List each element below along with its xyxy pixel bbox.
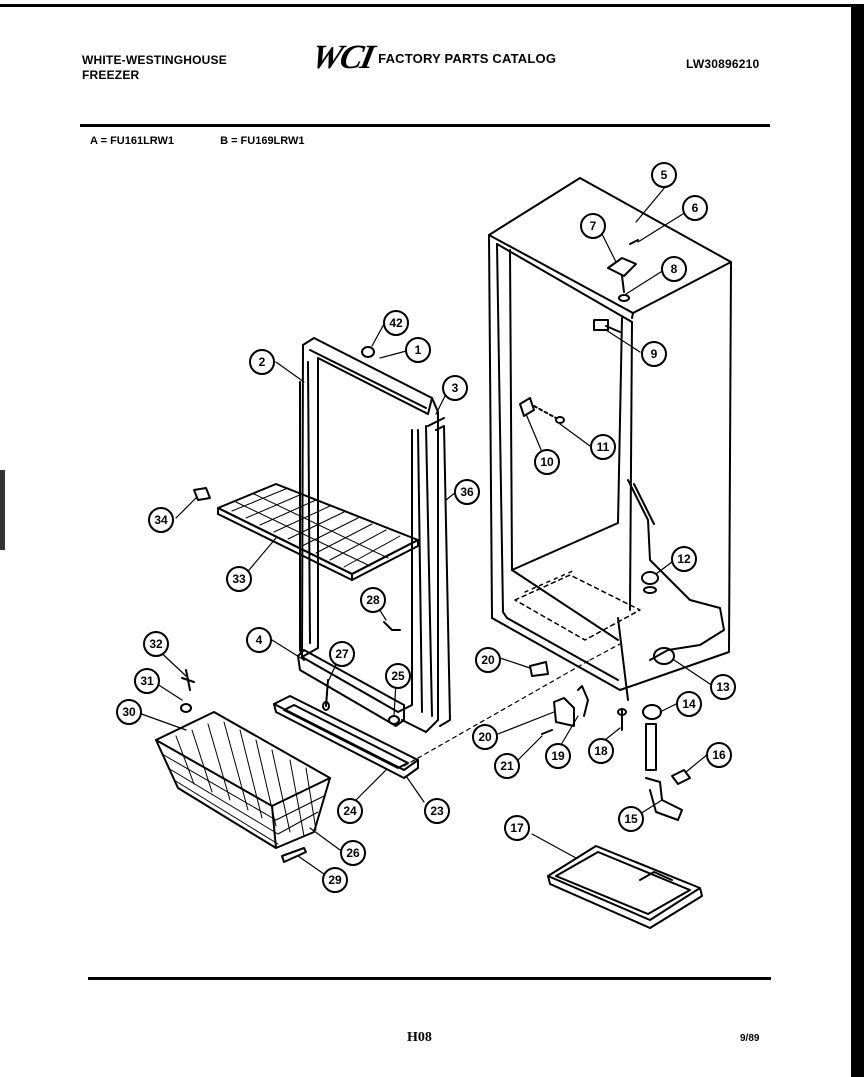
callout-25: 25	[385, 663, 411, 689]
svg-text:26: 26	[346, 846, 360, 860]
callout-24: 24	[337, 798, 363, 824]
brand-name: WHITE-WESTINGHOUSE	[82, 53, 227, 67]
svg-text:12: 12	[677, 552, 691, 566]
page-edge-top	[0, 4, 864, 7]
svg-text:14: 14	[682, 697, 696, 711]
svg-text:25: 25	[391, 669, 405, 683]
svg-text:28: 28	[366, 593, 380, 607]
callout-34: 34	[148, 507, 174, 533]
svg-text:29: 29	[328, 873, 342, 887]
svg-text:20: 20	[478, 730, 492, 744]
brand-block: WHITE-WESTINGHOUSE FREEZER	[82, 53, 227, 83]
callout-21: 21	[494, 753, 520, 779]
svg-text:34: 34	[154, 513, 168, 527]
callout-1: 1	[405, 337, 431, 363]
callout-17: 17	[504, 815, 530, 841]
callout-31: 31	[134, 668, 160, 694]
basket-drawing	[155, 711, 331, 849]
svg-text:11: 11	[597, 440, 610, 454]
callout-3: 3	[442, 375, 468, 401]
model-b: B = FU169LRW1	[220, 135, 305, 147]
assembly-lines	[403, 643, 621, 767]
callout-18: 18	[588, 738, 614, 764]
shelf-drawing	[217, 483, 419, 581]
callout-30: 30	[116, 699, 142, 725]
callout-6: 6	[682, 195, 708, 221]
svg-text:7: 7	[590, 219, 597, 233]
callout-5: 5	[651, 162, 677, 188]
callout-33: 33	[226, 566, 252, 592]
callout-9: 9	[641, 341, 667, 367]
svg-text:9: 9	[651, 347, 658, 361]
svg-text:20: 20	[481, 653, 495, 667]
callout-32: 32	[143, 631, 169, 657]
cabinet-drawing	[488, 177, 732, 701]
bottom-panel-drawing	[273, 695, 419, 779]
svg-text:33: 33	[232, 572, 246, 586]
scan-edge-mark	[0, 470, 5, 550]
model-list: A = FU161LRW1 B = FU169LRW1	[90, 135, 305, 147]
catalog-title: FACTORY PARTS CATALOG	[378, 50, 557, 66]
callout-36: 36	[454, 479, 480, 505]
svg-text:32: 32	[149, 637, 163, 651]
svg-text:36: 36	[460, 485, 474, 499]
callout-20-upper: 20	[475, 647, 501, 673]
callout-29: 29	[322, 867, 348, 893]
model-a: A = FU161LRW1	[90, 135, 175, 147]
svg-text:6: 6	[692, 201, 699, 215]
svg-text:27: 27	[335, 647, 349, 661]
door-drawing	[297, 337, 451, 733]
callout-26: 26	[340, 840, 366, 866]
svg-text:4: 4	[256, 633, 263, 647]
svg-text:24: 24	[343, 804, 357, 818]
callout-19: 19	[545, 743, 571, 769]
callout-27: 27	[329, 641, 355, 667]
svg-text:8: 8	[671, 262, 678, 276]
catalog-date: 9/89	[740, 1033, 760, 1044]
callout-15: 15	[618, 806, 644, 832]
svg-text:2: 2	[259, 355, 266, 369]
svg-text:18: 18	[594, 744, 608, 758]
svg-text:13: 13	[716, 680, 730, 694]
footer-rule	[88, 977, 771, 980]
svg-text:16: 16	[712, 748, 726, 762]
callout-42: 42	[383, 310, 409, 336]
page-edge-right	[851, 4, 864, 1077]
callout-8: 8	[661, 256, 687, 282]
product-type: FREEZER	[82, 68, 140, 82]
svg-text:19: 19	[551, 749, 565, 763]
callout-4: 4	[246, 627, 272, 653]
svg-text:17: 17	[510, 821, 524, 835]
callout-11: 11	[590, 434, 616, 460]
callout-12: 12	[671, 546, 697, 572]
callout-10: 10	[534, 449, 560, 475]
svg-text:10: 10	[540, 455, 554, 469]
callout-20-lower: 20	[472, 724, 498, 750]
callout-16: 16	[706, 742, 732, 768]
callout-7: 7	[580, 213, 606, 239]
callout-13: 13	[710, 674, 736, 700]
svg-text:15: 15	[624, 812, 638, 826]
svg-text:21: 21	[500, 759, 514, 773]
callout-14: 14	[676, 691, 702, 717]
svg-text:30: 30	[122, 705, 136, 719]
callout-28: 28	[360, 587, 386, 613]
svg-text:5: 5	[661, 168, 668, 182]
header-rule	[80, 124, 770, 127]
svg-text:42: 42	[389, 316, 403, 330]
leader-lines	[135, 185, 711, 875]
callout-23: 23	[424, 798, 450, 824]
section-code: H08	[407, 1030, 432, 1045]
svg-text:3: 3	[452, 381, 459, 395]
callout-2: 2	[249, 349, 275, 375]
document-number: LW30896210	[686, 57, 760, 71]
catalog-title-block: WCI FACTORY PARTS CATALOG	[308, 39, 557, 76]
svg-text:31: 31	[140, 674, 154, 688]
svg-text:1: 1	[415, 343, 422, 357]
svg-text:23: 23	[430, 804, 444, 818]
